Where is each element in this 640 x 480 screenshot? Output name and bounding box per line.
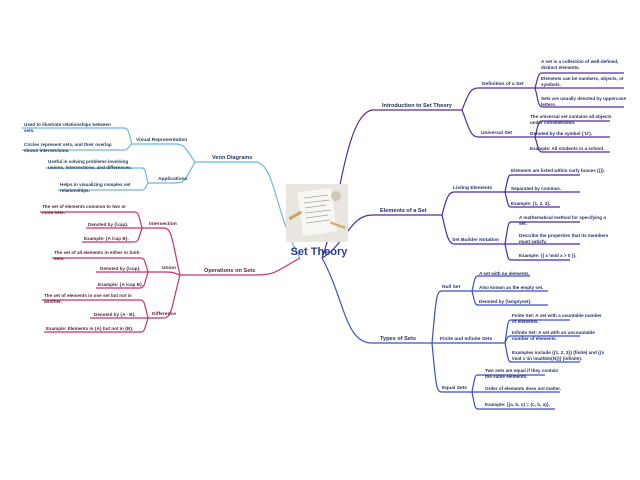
builder-item-2: Describe the properties that its members…: [519, 233, 609, 244]
union-item-3: Example: {A \cup B}.: [98, 282, 144, 287]
null-title: Null Set: [442, 285, 461, 290]
types-title: Types of Sets: [380, 336, 416, 342]
definition-item-1: A set is a collection of well-defined, d…: [541, 59, 619, 70]
visual-item-1: Used to illustrate relationships between…: [24, 122, 111, 133]
elements-branch-lines: [321, 174, 580, 261]
elements-title: Elements of a Set: [380, 208, 427, 214]
operations-title: Operations on Sets: [204, 268, 256, 274]
builder-item-1: A mathematical method for specifying a s…: [519, 215, 606, 226]
union-item-2: Denoted by {\cup}.: [100, 266, 141, 271]
listing-item-1: Elements are listed within curly braces …: [511, 168, 605, 173]
equal-title: Equal Sets: [442, 386, 468, 391]
finite-item-3: Examples include {{1, 2, 3}} (finite) an…: [512, 350, 605, 361]
difference-item-1: The set of elements in one set but not i…: [44, 293, 132, 304]
venn-title: Venn Diagrams: [212, 155, 253, 161]
finite-item-2: Infinite Set: A set with an uncountable …: [512, 330, 595, 341]
finite-title: Finite and Infinite Sets: [440, 337, 493, 342]
visual-item-2: Circles represent sets, and their overla…: [24, 142, 112, 153]
builder-title: Set Builder Notation: [452, 238, 500, 243]
builder-item-3: Example: {{ x \mid x > 0 }}.: [519, 253, 577, 258]
applications-item-1: Useful in solving problems involving uni…: [48, 159, 132, 170]
listing-item-3: Example: {1, 2, 3}.: [511, 201, 551, 206]
root-title: Set Theory: [290, 246, 348, 258]
null-item-2: Also known as the empty set.: [479, 285, 544, 290]
equal-item-3: Example: {{a, b, c} = {c, b, a}}.: [485, 402, 550, 407]
visual-title: Visual Representation: [136, 138, 188, 143]
null-item-3: Denoted by {\emptyset}.: [479, 299, 532, 304]
union-title: Union: [162, 266, 176, 271]
universal-title: Universal Set: [481, 131, 512, 136]
definition-item-3: Sets are usually denoted by uppercase le…: [541, 96, 627, 107]
null-item-1: A set with no elements.: [479, 271, 530, 276]
universal-item-2: Denoted by the symbol {'U'}.: [530, 131, 593, 136]
intersection-title: Intersection: [149, 222, 177, 227]
applications-title: Applications: [158, 177, 188, 182]
difference-item-2: Denoted by {A - B}.: [94, 312, 136, 317]
union-item-1: The set of all elements in either or bot…: [54, 250, 140, 261]
intro-title: Introduction to Set Theory: [382, 103, 452, 109]
equal-item-2: Order of elements does not matter.: [485, 386, 562, 391]
difference-item-3: Example: Elements in {A} but not in {B}.: [46, 326, 134, 331]
universal-item-3: Example: All students in a school.: [530, 146, 605, 151]
intersection-item-1: The set of elements common to two or mor…: [42, 204, 126, 215]
listing-item-2: Separated by commas.: [511, 186, 562, 191]
universal-item-1: The universal set contains all objects u…: [530, 114, 612, 125]
set-theory-photo: [286, 184, 348, 242]
types-branch-lines: [321, 257, 580, 410]
operations-branch-lines: [40, 211, 301, 333]
listing-title: Listing Elements: [453, 186, 493, 191]
finite-item-1: Finite Set: A set with a countable numbe…: [512, 313, 602, 324]
intersection-item-3: Example: {A \cap B}.: [84, 236, 129, 241]
intro-branch-lines: [321, 72, 624, 259]
applications-item-2: Helps in visualizing complex set relatio…: [60, 182, 131, 193]
definition-item-2: Elements can be numbers, objects, or sym…: [541, 76, 624, 87]
difference-title: Difference: [152, 312, 176, 317]
intersection-item-2: Denoted by {\cap}.: [88, 222, 129, 227]
equal-item-1: Two sets are equal if they contain the s…: [485, 368, 559, 379]
definition-title: Definition of a Set: [482, 82, 524, 87]
